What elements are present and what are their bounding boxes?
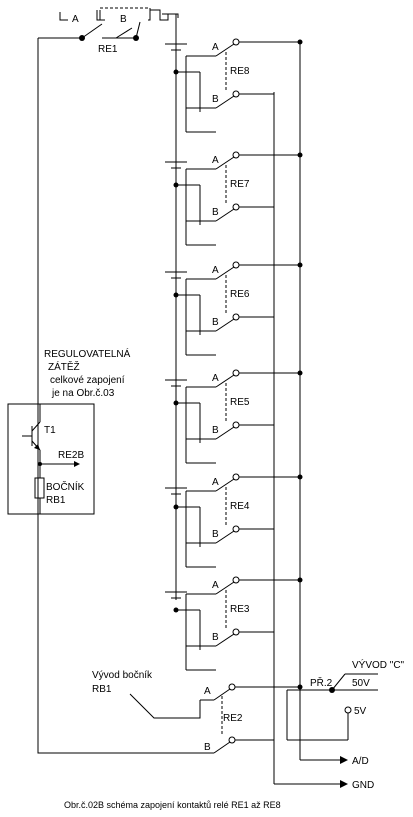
figure-caption: Obr.č.02B schéma zapojení kontaktů relé … (64, 800, 281, 810)
svg-text:B: B (212, 207, 219, 218)
svg-text:A: A (204, 686, 211, 697)
svg-text:B: B (212, 425, 219, 436)
load-title: REGULOVATELNÁ (44, 347, 131, 360)
load-line3: celkové zapojení (50, 375, 125, 386)
svg-text:A: A (212, 580, 219, 591)
svg-text:B: B (212, 317, 219, 328)
load-line4: je na Obr.č.03 (51, 388, 115, 399)
svg-text:B: B (212, 94, 219, 105)
regulated-load: REGULOVATELNÁ ZÁTĚŽ celkové zapojení je … (7, 347, 131, 515)
vyvod-bocnik-rb1-label: RB1 (92, 684, 112, 695)
svg-text:RE6: RE6 (230, 289, 250, 300)
pr2-label: PŘ.2 (310, 676, 333, 689)
load-box (7, 403, 95, 515)
re1-b-label: B (120, 14, 127, 25)
re2b-label: RE2B (58, 450, 84, 461)
t1-label: T1 (44, 425, 56, 436)
svg-text:RE3: RE3 (230, 604, 250, 615)
svg-text:A: A (212, 42, 219, 53)
jumper-pr2: PŘ.2 VÝVOD "C" 50V 5V (286, 658, 405, 741)
svg-text:B: B (204, 742, 211, 753)
vyvod-c-label: VÝVOD "C" (352, 658, 405, 671)
svg-text:A: A (212, 265, 219, 276)
ad-label: A/D (352, 756, 369, 767)
re1-label: RE1 (98, 44, 118, 55)
relay-re2: A RE2 B (129, 683, 303, 754)
re1-a-label: A (72, 14, 79, 25)
svg-text:A: A (212, 155, 219, 166)
battery-stack (165, 40, 187, 600)
load-line2: ZÁTĚŽ (48, 360, 80, 373)
svg-text:RE8: RE8 (230, 66, 250, 77)
rb1-label: RB1 (46, 495, 66, 506)
re2-label: RE2 (223, 713, 243, 724)
svg-text:A: A (212, 477, 219, 488)
v5-label: 5V (354, 706, 367, 717)
svg-text:RE4: RE4 (230, 501, 250, 512)
svg-text:B: B (212, 529, 219, 540)
svg-text:RE5: RE5 (230, 397, 250, 408)
left-loop-wire (37, 38, 184, 754)
v50-label: 50V (352, 678, 370, 689)
relay-re1: A B RE1 (38, 7, 179, 55)
bocnik-label: BOČNÍK (46, 480, 85, 493)
svg-text:A: A (212, 373, 219, 384)
svg-text:B: B (212, 632, 219, 643)
vyvod-bocnik-label: Vývod bočník (92, 670, 153, 681)
gnd-label: GND (352, 780, 374, 791)
svg-text:RE7: RE7 (230, 179, 250, 190)
